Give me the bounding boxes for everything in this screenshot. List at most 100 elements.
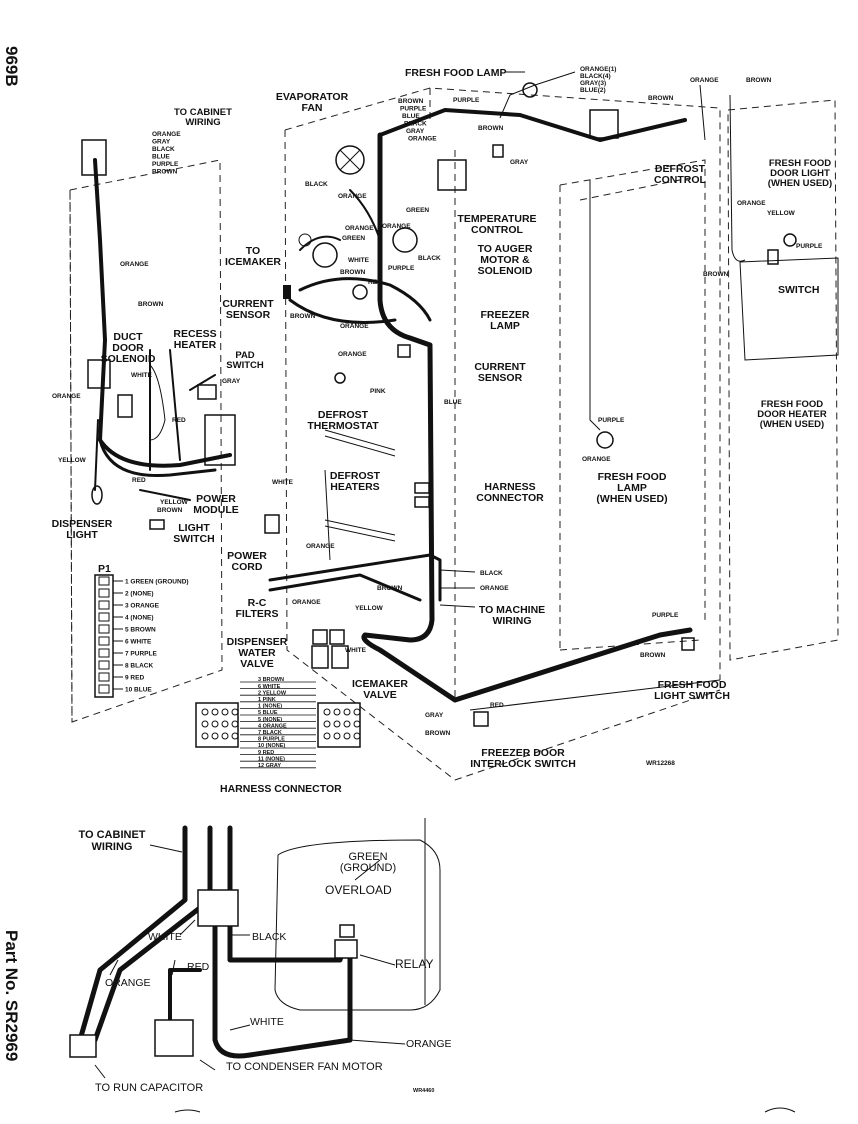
p1-pin-7: 7 PURPLE: [125, 651, 157, 658]
auger-motor-icon: [392, 227, 418, 253]
wire-red-37: RED: [172, 417, 186, 424]
harness-pin-2: 6 WHITE: [258, 684, 281, 690]
wire-defrost-2: GRAY(3): [580, 80, 606, 87]
harness-connector-right-b: [414, 496, 430, 508]
fresh-food-lamp-icon: [522, 82, 538, 98]
duct-door-solenoid-label-line-1: DUCT: [113, 331, 143, 343]
p1-pin-box: [98, 672, 110, 682]
relay-box: [334, 939, 358, 959]
dispenser-light-icon: [91, 485, 103, 505]
fresh-food-light-switch-label-line-2: LIGHT SWITCH: [654, 690, 730, 702]
evaporator-fan-label-line-2: FAN: [302, 102, 323, 114]
p1-pin-3: 3 ORANGE: [125, 603, 160, 610]
wire-white-35: WHITE: [131, 372, 153, 379]
to-icemaker-label-line-1: TO: [246, 245, 260, 257]
ff-light-switch-box: [681, 637, 695, 651]
wire-defrost-1: BLACK(4): [580, 73, 611, 80]
rc-filter-a: [312, 629, 328, 645]
dispenser-light-label-line-1: DISPENSER: [52, 518, 113, 530]
p1-pin-6: 6 WHITE: [125, 639, 152, 646]
wire-orange-6: ORANGE: [382, 223, 411, 230]
duct-door-solenoid-box: [87, 359, 111, 389]
to-auger-label-line-1: TO AUGER: [478, 243, 533, 255]
dispenser-water-valve-label-line-2: WATER: [238, 647, 276, 659]
defrost-thermostat-label-line-1: DEFROST: [318, 409, 369, 421]
p1-pin-8: 8 BLACK: [125, 663, 153, 670]
fresh-food-door-heater-label-line-2: DOOR HEATER: [757, 409, 827, 420]
bottom-orange-left-label: ORANGE: [105, 977, 151, 989]
p1-label: P1: [98, 563, 111, 575]
fresh-food-lamp-right-label-line-1: FRESH FOOD: [598, 471, 667, 483]
wire-brown-33: BROWN: [138, 301, 164, 308]
p1-pin-box: [98, 588, 110, 598]
light-switch-label-line-1: LIGHT: [178, 522, 210, 534]
wire-defrost-3: BLUE(2): [580, 87, 606, 94]
fresh-food-door-heater-label-line-1: FRESH FOOD: [761, 399, 823, 410]
p1-pin-box: [98, 624, 110, 634]
wire-ff-brown: BROWN: [746, 77, 772, 84]
icemaker-valve-label-line-1: ICEMAKER: [352, 678, 408, 690]
diagram-code: WR12268: [646, 760, 675, 767]
wire-black-3: BLACK: [305, 181, 328, 188]
interlock-switch-box: [473, 711, 489, 727]
wire-black-21: BLACK: [480, 570, 503, 577]
to-cabinet-wiring-label-line-2: WIRING: [185, 117, 220, 128]
p1-pin-box: [98, 576, 110, 586]
ff-door-switch: [767, 249, 779, 265]
fresh-food-door-light-icon: [783, 233, 797, 247]
p1-pin-9: 9 RED: [125, 675, 144, 682]
wire-brown-47: BROWN: [703, 271, 729, 278]
rc-filters-label-line-2: FILTERS: [236, 608, 279, 620]
fresh-food-door-light-label-line-3: (WHEN USED): [768, 178, 832, 189]
harness-pin-5: 1 (NONE): [258, 704, 282, 710]
pad-switch-box: [197, 384, 217, 400]
defrost-thermostat-label-line-2: THERMOSTAT: [307, 420, 379, 432]
temperature-control-label-line-1: TEMPERATURE: [457, 213, 536, 225]
temperature-control-label-line-2: CONTROL: [471, 224, 523, 236]
harness-pin-4: 1 PINK: [258, 697, 276, 703]
wire-brown-14: BROWN: [290, 313, 316, 320]
pad-switch-label-line-2: SWITCH: [226, 360, 264, 371]
bottom-to-cabinet-wiring-line-1: TO CABINET: [78, 829, 145, 841]
icemaker-icon: [312, 242, 338, 268]
cabinet-connector: [81, 139, 107, 176]
wire-white-9: WHITE: [348, 257, 370, 264]
dispenser-light-label-line-2: LIGHT: [66, 529, 98, 541]
wire-defrost-0: ORANGE(1): [580, 66, 616, 73]
bottom-orange-right-label: ORANGE: [406, 1038, 452, 1050]
p1-pin-5: 5 BROWN: [125, 627, 156, 634]
p1-pin-box: [98, 636, 110, 646]
bottom-green-ground-line-2: (GROUND): [340, 862, 396, 874]
wire-orange-20: ORANGE: [306, 543, 335, 550]
freezer-lamp-label-line-1: FREEZER: [480, 309, 529, 321]
harness-connector-bottom-label: HARNESS CONNECTOR: [220, 783, 342, 795]
wire-brown-23: BROWN: [377, 585, 403, 592]
wire-cabinet-5: BROWN: [152, 169, 178, 176]
wire-top-2: BLUE: [402, 113, 420, 120]
wire-orange-43: ORANGE: [582, 456, 611, 463]
wire-brown-41: BROWN: [157, 507, 183, 514]
power-cord-plug: [264, 514, 280, 534]
fresh-food-lamp-right-label-line-2: LAMP: [617, 482, 647, 494]
bottom-to-cabinet-wiring-line-2: WIRING: [92, 841, 133, 853]
wire-orange-7: ORANGE: [345, 225, 374, 232]
wire-brown-12: BROWN: [340, 269, 366, 276]
wire-gray-2: GRAY: [510, 159, 529, 166]
bottom-diagram-code: WR4460: [413, 1088, 434, 1094]
wire-cabinet-2: BLACK: [152, 146, 175, 153]
compressor-diagram: TO CABINETWIRINGGREEN(GROUND)OVERLOADWHI…: [69, 818, 452, 1094]
wire-white-26: WHITE: [345, 647, 367, 654]
defrost-control-label-line-2: CONTROL: [654, 174, 706, 186]
harness-connector-right-label-line-1: HARNESS: [484, 481, 535, 493]
bottom-black-label: BLACK: [252, 931, 286, 943]
wire-orange-44: ORANGE: [737, 200, 766, 207]
power-cord-label-line-2: CORD: [232, 561, 263, 573]
duct-door-solenoid-label-line-3: SOLENOID: [101, 353, 156, 365]
wire-green-8: GREEN: [342, 235, 365, 242]
duct-door-solenoid-label-line-2: DOOR: [112, 342, 144, 354]
p1-pin-10: 10 BLUE: [125, 687, 152, 694]
wire-green-5: GREEN: [406, 207, 429, 214]
